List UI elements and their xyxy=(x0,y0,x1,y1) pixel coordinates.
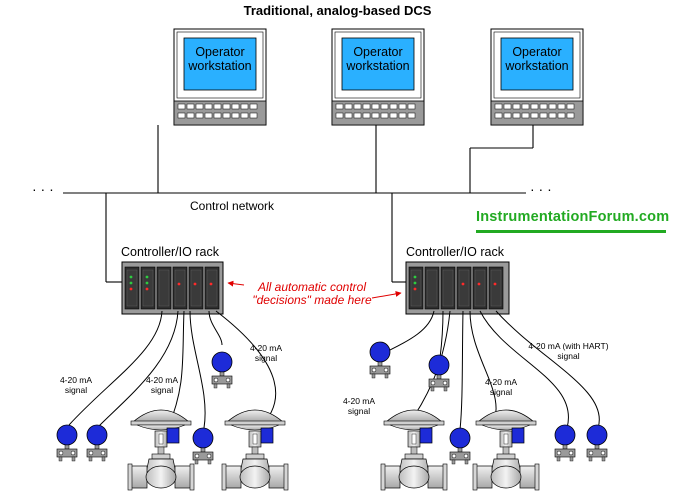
workstation-label-3: Operator workstation xyxy=(505,45,569,73)
workstation-label-2: Operator workstation xyxy=(346,45,410,73)
signal-label-left-transmitter: 4-20 mA signal xyxy=(51,375,101,395)
transmitter-right-2 xyxy=(428,354,450,392)
signal-text: signal xyxy=(64,385,88,395)
brand-underline xyxy=(476,230,666,233)
signal-label-right-hart: 4-20 mA (with HART) signal xyxy=(516,341,621,361)
control-valve-right-2 xyxy=(472,409,540,491)
signal-text: 4-20 mA xyxy=(59,375,93,385)
transmitter-left-1 xyxy=(56,424,78,462)
signal-label-right-valve: 4-20 mA signal xyxy=(476,377,526,397)
control-network xyxy=(63,125,534,283)
annotation-note: All automatic control "decisions" made h… xyxy=(237,281,387,307)
signal-text: 4-20 mA xyxy=(145,375,179,385)
brand-watermark: InstrumentationForum.com xyxy=(476,209,670,233)
operator-workstation-2 xyxy=(331,28,425,126)
workstation-label-1: Operator workstation xyxy=(188,45,252,73)
signal-text: 4-20 mA xyxy=(342,396,376,406)
signal-label-left-valve: 4-20 mA signal xyxy=(137,375,187,395)
rack-label-left: Controller/IO rack xyxy=(121,245,219,259)
network-ellipsis-left: · · · xyxy=(32,181,54,197)
controller-io-rack-right xyxy=(405,261,510,315)
transmitter-right-3 xyxy=(449,427,471,465)
network-ellipsis-right: · · · xyxy=(530,181,552,197)
signal-text: 4-20 mA xyxy=(484,377,518,387)
annotation-arrows xyxy=(227,280,402,299)
signal-text: signal xyxy=(150,385,174,395)
operator-workstation-3 xyxy=(490,28,584,126)
signal-text: 4-20 mA (with HART) xyxy=(528,341,609,351)
signal-text: signal xyxy=(489,387,513,397)
rack-label-right: Controller/IO rack xyxy=(406,245,504,259)
control-network-label: Control network xyxy=(190,199,275,213)
transmitter-right-5 xyxy=(586,424,608,462)
annotation-line-2: "decisions" made here xyxy=(252,293,372,307)
signal-text: signal xyxy=(347,406,371,416)
operator-workstation-1 xyxy=(173,28,267,126)
transmitter-right-4 xyxy=(554,424,576,462)
transmitter-left-2 xyxy=(86,424,108,462)
controller-io-rack-left xyxy=(121,261,224,315)
signal-label-left-top: 4-20 mA signal xyxy=(241,343,291,363)
signal-label-right-transmitter: 4-20 mA signal xyxy=(334,396,384,416)
brand-text: InstrumentationForum.com xyxy=(476,209,670,225)
control-valve-left-2 xyxy=(221,409,289,491)
signal-text: signal xyxy=(254,353,278,363)
transmitter-left-top xyxy=(211,351,233,389)
annotation-line-1: All automatic control xyxy=(257,280,367,294)
signal-text: 4-20 mA xyxy=(249,343,283,353)
control-valve-left-1 xyxy=(127,409,195,491)
diagram-title: Traditional, analog-based DCS xyxy=(243,3,432,18)
control-valve-right-1 xyxy=(380,409,448,491)
signal-text: signal xyxy=(557,351,580,361)
transmitter-left-3 xyxy=(192,427,214,465)
transmitter-right-1 xyxy=(369,341,391,379)
